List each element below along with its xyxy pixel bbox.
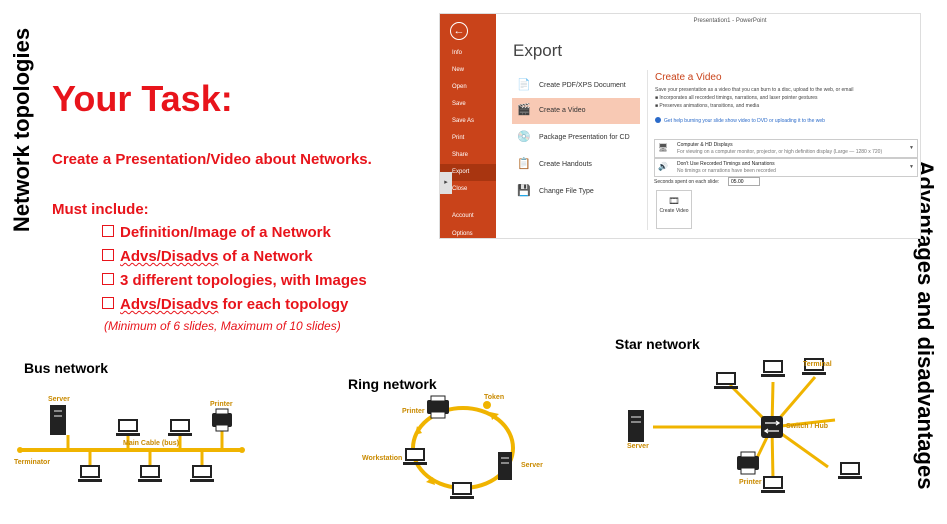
menu-item-close[interactable]: Close [452,186,468,192]
server-icon [498,452,512,480]
computer-icon [403,448,427,465]
must-include-label: Must include: [52,201,149,218]
requirement-item: Definition/Image of a Network [102,224,331,241]
bus-cable-label: Main Cable (bus) [123,440,180,447]
chevron-down-icon: ▼ [909,145,914,151]
powerpoint-export-window: ← Info New Open Save Save As Print Share… [440,14,920,238]
computer-icon [714,372,738,389]
pdf-document-icon: 📄 [517,79,531,91]
star-switch-label: Switch / Hub [786,423,828,430]
export-heading: Export [513,41,563,60]
ring-token-label: Token [484,394,505,401]
bus-network-title: Bus network [24,360,109,376]
menu-item-print[interactable]: Print [452,135,465,141]
server-icon [628,410,644,442]
backstage-sidebar: ← Info New Open Save Save As Print Share… [440,14,496,238]
computer-icon [190,465,214,482]
computer-icon [450,482,474,499]
checkbox-icon [102,225,114,237]
back-arrow-icon[interactable]: ← [450,22,468,40]
option-change-file-type[interactable]: 💾Change File Type [517,185,594,197]
ring-network-diagram [403,395,515,499]
bus-network-diagram [17,405,245,482]
option-create-handouts[interactable]: 📋Create Handouts [517,158,592,170]
switch-hub-icon [761,416,783,438]
requirement-item: Advs/Disadvs of a Network [102,248,313,265]
server-icon [50,405,66,435]
collapse-handle[interactable]: ▸ [440,172,452,194]
printer-icon [427,395,449,419]
chevron-down-icon: ▼ [909,164,914,170]
bus-printer-label: Printer [210,401,233,408]
menu-item-export[interactable]: Export [440,164,496,181]
requirement-item: 3 different topologies, with Images [102,272,367,289]
menu-item-account[interactable]: Account [452,213,474,219]
quality-dropdown[interactable]: 🖥 Computer & HD Displays For viewing on … [654,139,918,158]
terminator-right [239,447,245,453]
ring-network-title: Ring network [348,376,437,392]
task-title: Your Task: [52,78,233,119]
computer-icon [138,465,162,482]
help-icon [655,117,661,123]
star-network-title: Star network [615,336,700,352]
star-terminal-label: Terminal [803,361,832,368]
option-create-video[interactable]: 🎬Create a Video [512,98,640,124]
computer-icon [116,419,140,436]
star-network-diagram [628,358,862,493]
create-video-icon: 🎞 [668,196,680,206]
seconds-stepper[interactable]: 05.00 [728,177,760,186]
menu-item-info[interactable]: Info [452,50,463,56]
terminator-left [17,447,23,453]
menu-item-save[interactable]: Save [452,101,466,107]
timings-dropdown[interactable]: 🔊 Don't Use Recorded Timings and Narrati… [654,158,918,177]
computer-icon [168,419,192,436]
bus-server-label: Server [48,396,70,403]
printer-icon [737,451,759,475]
window-title: Presentation1 - PowerPoint [693,18,767,24]
ring-server-label: Server [521,462,543,469]
computer-icon [802,358,826,375]
menu-item-open[interactable]: Open [452,84,467,90]
narration-icon: 🔊 [658,162,668,171]
handouts-icon: 📋 [517,158,531,170]
computer-icon [838,462,862,479]
video-panel-title: Create a Video [655,72,722,83]
ring-workstation-label: Workstation [362,455,403,462]
star-server-label: Server [627,443,649,450]
printer-icon [212,408,232,432]
left-vertical-title: Network topologies [9,27,34,233]
bus-terminator-label: Terminator [14,459,51,466]
seconds-label: Seconds spent on each slide: [654,179,720,185]
video-panel-description: Save your presentation as a video that y… [655,87,854,93]
star-printer-label: Printer [739,479,762,486]
panel-divider [647,70,648,230]
checkbox-icon [102,297,114,309]
requirement-item: Advs/Disadvs for each topology [102,296,348,313]
menu-item-options[interactable]: Options [452,231,473,237]
menu-item-share[interactable]: Share [452,152,469,158]
ring-printer-label: Printer [402,408,425,415]
option-create-pdf[interactable]: 📄Create PDF/XPS Document [517,79,626,91]
checkbox-icon [102,273,114,285]
token-icon [483,401,491,409]
video-panel-bullet: ■ Preserves animations, transitions, and… [655,103,760,109]
cd-package-icon: 💿 [517,131,531,143]
checkbox-icon [102,249,114,261]
menu-item-save-as[interactable]: Save As [452,118,475,124]
create-video-button[interactable]: 🎞Create Video [656,190,692,229]
computer-icon [761,476,785,493]
slide-count-note: (Minimum of 6 slides, Maximum of 10 slid… [104,319,341,333]
file-type-icon: 💾 [517,185,531,197]
option-package-cd[interactable]: 💿Package Presentation for CD [517,131,630,143]
monitor-icon: 🖥 [658,143,669,152]
video-icon: 🎬 [517,104,531,116]
help-link[interactable]: Get help burning your slide show video t… [655,117,825,124]
task-instruction: Create a Presentation/Video about Networ… [52,151,372,168]
computer-icon [761,360,785,377]
video-panel-bullet: ■ Incorporates all recorded timings, nar… [655,95,818,101]
computer-icon [78,465,102,482]
menu-item-new[interactable]: New [452,67,465,73]
